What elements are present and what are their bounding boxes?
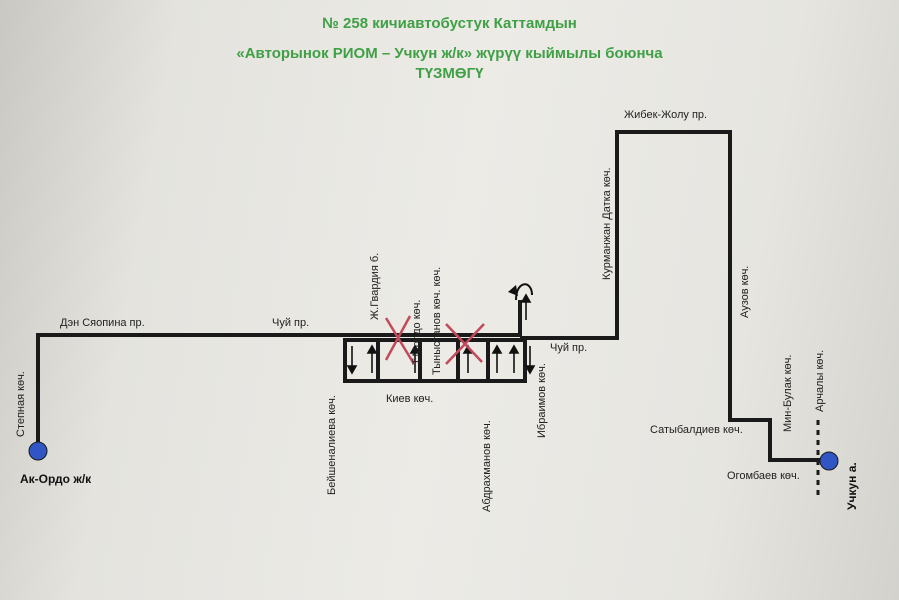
arrows	[346, 293, 536, 375]
u-turn-arrowhead	[508, 285, 518, 296]
label-den-syaopina: Дэн Сяопина пр.	[60, 317, 145, 329]
label-kurmanzhan: Курманжан Датка көч.	[601, 167, 613, 280]
stop-start	[28, 441, 48, 461]
title-line-2: «Авторынок РИОМ – Учкун ж/к» жүрүү кыймы…	[236, 45, 663, 62]
label-satybaldiev: Сатыбалдиев көч.	[650, 424, 743, 436]
route-line-main	[36, 300, 522, 450]
label-abdrakhmanov: Абдрахманов көч.	[481, 420, 493, 512]
label-archaly: Арчалы көч.	[814, 350, 826, 412]
label-stop-start: Ак-Ордо ж/к	[20, 472, 92, 486]
label-t-moldo: Т.Молдо көч.	[411, 300, 423, 365]
stop-end	[819, 451, 839, 471]
label-zhibek-zholu: Жибек-Жолу пр.	[624, 109, 707, 121]
label-chuy-right: Чуй пр.	[550, 342, 587, 354]
label-ibraimov: Ибраимов көч.	[536, 363, 548, 438]
title-line-1: № 258 кичиавтобустук Каттамдын	[322, 15, 577, 32]
title-line-3: ТҮЗМӨГҮ	[415, 65, 484, 82]
label-zh-gvardiya: Ж.Гвардия б.	[369, 253, 381, 320]
loop-block	[343, 338, 527, 383]
route-line-east	[520, 130, 828, 462]
label-stepnaya: Степная көч.	[15, 371, 27, 437]
label-kiev: Киев көч.	[386, 393, 433, 405]
label-beyshenalieva: Бейшеналиева көч.	[326, 395, 338, 495]
label-tynystanov: Тыныстанов көч. көч.	[431, 267, 443, 375]
label-stop-end: Учкун а.	[845, 462, 859, 510]
label-chuy-left: Чуй пр.	[272, 317, 309, 329]
label-min-bulak: Мин-Булак көч.	[782, 355, 794, 432]
label-ogombaev: Огомбаев көч.	[727, 470, 800, 482]
closed-cross-1	[384, 315, 416, 365]
closed-cross-2	[445, 323, 485, 365]
label-auezov: Аузов көч.	[739, 266, 751, 318]
u-turn-arrow	[515, 283, 533, 301]
